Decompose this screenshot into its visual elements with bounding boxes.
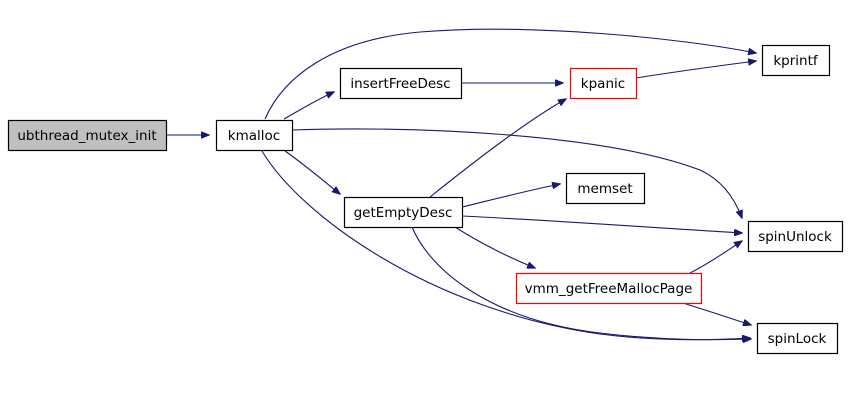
nodes-layer: ubthread_mutex_init kmalloc insertFreeDesc…	[7, 44, 844, 355]
node-label-getEmptyDesc: getEmptyDesc	[354, 205, 453, 221]
node-kmalloc[interactable]: kmalloc	[215, 119, 294, 152]
node-getEmptyDesc[interactable]: getEmptyDesc	[343, 196, 464, 229]
node-label-kpanic: kpanic	[581, 76, 625, 92]
node-ubthread_mutex_init[interactable]: ubthread_mutex_init	[7, 119, 168, 152]
edge-getEmptyDesc-to-spinUnlock	[461, 215, 742, 233]
node-box-ubthread_mutex_init[interactable]	[7, 119, 168, 152]
node-spinUnlock[interactable]: spinUnlock	[747, 220, 844, 253]
node-box-kmalloc[interactable]	[215, 119, 294, 152]
edge-kmalloc-to-spinUnlock	[291, 128, 742, 218]
edge-vmm_getFreeMallocPage-to-spinLock	[682, 302, 751, 325]
node-box-insertFreeDesc[interactable]	[339, 67, 463, 100]
node-box-kprintf[interactable]	[761, 44, 831, 77]
edge-getEmptyDesc-to-memset	[461, 184, 560, 208]
node-label-memset: memset	[577, 181, 632, 197]
node-label-spinLock: spinLock	[768, 331, 827, 347]
edges-layer	[167, 28, 756, 340]
node-insertFreeDesc[interactable]: insertFreeDesc	[339, 67, 463, 100]
node-label-vmm_getFreeMallocPage: vmm_getFreeMallocPage	[525, 281, 693, 297]
node-box-kpanic[interactable]	[569, 67, 638, 100]
node-label-insertFreeDesc: insertFreeDesc	[350, 76, 450, 92]
node-label-kprintf: kprintf	[773, 53, 819, 69]
edge-getEmptyDesc-to-vmm_getFreeMallocPage	[454, 226, 535, 268]
node-label-spinUnlock: spinUnlock	[758, 229, 832, 245]
edge-vmm_getFreeMallocPage-to-spinUnlock	[689, 241, 742, 274]
node-box-vmm_getFreeMallocPage[interactable]	[515, 272, 703, 305]
edge-kmalloc-to-kprintf	[264, 28, 756, 120]
edge-kmalloc-to-spinLock	[261, 150, 750, 340]
edge-kmalloc-to-insertFreeDesc	[283, 92, 334, 120]
node-box-memset[interactable]	[565, 172, 646, 205]
node-box-getEmptyDesc[interactable]	[343, 196, 464, 229]
edge-getEmptyDesc-to-spinLock	[411, 226, 751, 340]
node-vmm_getFreeMallocPage[interactable]: vmm_getFreeMallocPage	[515, 272, 703, 305]
node-box-spinUnlock[interactable]	[747, 220, 844, 253]
edge-getEmptyDesc-to-kpanic	[429, 99, 566, 198]
node-kpanic[interactable]: kpanic	[569, 67, 638, 100]
edge-kmalloc-to-getEmptyDesc	[284, 150, 340, 194]
edge-kpanic-to-kprintf	[635, 61, 756, 79]
node-label-kmalloc: kmalloc	[228, 128, 280, 144]
node-spinLock[interactable]: spinLock	[756, 322, 839, 355]
node-memset[interactable]: memset	[565, 172, 646, 205]
node-kprintf[interactable]: kprintf	[761, 44, 831, 77]
node-box-spinLock[interactable]	[756, 322, 839, 355]
node-label-ubthread_mutex_init: ubthread_mutex_init	[17, 128, 156, 144]
